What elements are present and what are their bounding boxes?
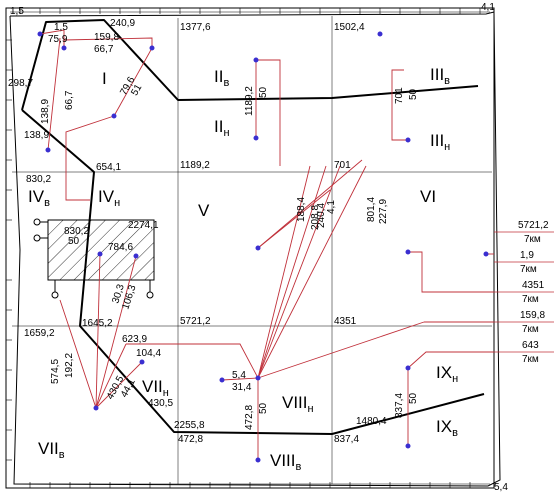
zone-label-III-top: IIIв xyxy=(430,65,450,87)
zone-label-III-bottom: IIIн xyxy=(430,131,450,153)
zone-label-IV-right: IVн xyxy=(98,187,120,209)
svg-text:7км: 7км xyxy=(520,264,537,275)
leader-value-bld-2: 50 xyxy=(68,236,80,247)
corner-label-top-right: 4,1 xyxy=(481,2,495,13)
leader-value-vii-1: 574,5 xyxy=(50,359,61,384)
zone-label-II-top: IIв xyxy=(214,67,229,89)
leader-value-bld-1: 830,2 xyxy=(64,226,89,237)
callout-5: 643 7км xyxy=(494,340,554,365)
poly-value-c: 75,9 xyxy=(48,34,68,45)
zone-label-VI: VI xyxy=(420,187,436,206)
callout-3: 4351 7км xyxy=(494,280,554,305)
corner-label-bottom-right: 5,4 xyxy=(494,482,508,493)
poly-value-b: 240,9 xyxy=(110,18,135,29)
svg-text:159,8: 159,8 xyxy=(520,310,545,321)
poly-value-d: 159,8 xyxy=(94,32,119,43)
zone-label-IX-bottom: IXв xyxy=(436,417,458,439)
leader-value-vi-2: 227,9 xyxy=(378,199,389,224)
svg-text:643: 643 xyxy=(522,340,539,351)
svg-text:7км: 7км xyxy=(522,294,539,305)
grid-value-mid-2: 1189,2 xyxy=(180,160,210,171)
grid-value-left-1: 830,2 xyxy=(26,174,51,185)
leader-value-vii-7: 430,5 xyxy=(148,398,173,409)
leader-value-viii-3: 472,8 xyxy=(244,405,255,430)
grid-value-row2-1: 1645,2 xyxy=(82,318,113,329)
leader-value-v-3: 4,1 xyxy=(326,200,337,214)
corner-label-top-left: 1,5 xyxy=(10,6,24,17)
zone-label-VII-right: VIIн xyxy=(142,377,169,399)
svg-text:7км: 7км xyxy=(522,354,539,365)
leader-value-vi-1: 801,4 xyxy=(366,197,377,222)
grid-value-row2-3: 4351 xyxy=(334,316,357,327)
left-scale-ticks xyxy=(6,39,12,461)
leader-lines xyxy=(39,29,494,460)
leader-value-ix-1: 837,4 xyxy=(394,393,405,418)
leader-value-bld-4: 784,6 xyxy=(108,242,133,253)
poly-value-f: 298,7 xyxy=(8,78,33,89)
leader-value-vii-2: 192,2 xyxy=(64,353,75,378)
leader-value-vii-3: 623,9 xyxy=(122,334,147,345)
grid-value-row2-2: 5721,2 xyxy=(180,316,211,327)
survey-pins xyxy=(37,31,489,463)
grid-value-top-2: 1502,4 xyxy=(334,22,365,33)
bottom-scale-ticks xyxy=(14,482,490,488)
grid-value-bottom-3: 837,4 xyxy=(334,434,359,445)
grid-value-top-1: 1377,6 xyxy=(180,22,211,33)
leader-value-viii-2: 31,4 xyxy=(232,382,252,393)
leader-value-v-4: 240,4 xyxy=(316,203,327,228)
leader-value-v-2: 208,8 xyxy=(310,205,321,230)
leader-value-iii-2: 50 xyxy=(408,88,419,100)
grid-value-bottom-2: 472,8 xyxy=(178,434,203,445)
svg-text:7км: 7км xyxy=(522,324,539,335)
leader-value-ix-2: 50 xyxy=(408,392,419,404)
svg-text:4351: 4351 xyxy=(522,280,545,291)
grid-value-left-2: 1659,2 xyxy=(24,328,55,339)
top-scale-ticks xyxy=(10,8,490,14)
callout-4: 159,8 7км xyxy=(494,310,554,335)
zone-boundaries xyxy=(21,19,485,435)
zone-label-VIII-top: VIIIн xyxy=(282,393,314,415)
poly-value-k: 51 xyxy=(129,82,144,98)
grid-value-bottom-4: 1480,4 xyxy=(356,416,387,427)
callout-1: 5721,2 7км xyxy=(494,220,554,245)
grid-value-mid-1: 654,1 xyxy=(96,162,121,173)
leader-value-viii-4: 50 xyxy=(258,402,269,414)
leader-value-viii-1: 5,4 xyxy=(232,370,246,381)
leader-value-ii-2: 50 xyxy=(258,86,269,98)
zone-label-VII-left: VIIв xyxy=(38,439,65,461)
zone-label-IV-left: IVв xyxy=(28,187,50,209)
grid-value-bottom-1: 2255,8 xyxy=(174,420,205,431)
poly-value-h: 138,9 xyxy=(24,130,49,141)
poly-value-e: 66,7 xyxy=(94,44,114,55)
building-footprint xyxy=(33,218,155,299)
leader-value-vii-4: 104,4 xyxy=(136,348,161,359)
zone-label-IX-top: IXн xyxy=(436,363,458,385)
svg-text:1,9: 1,9 xyxy=(520,250,534,261)
poly-value-g: 138,9 xyxy=(40,99,51,124)
svg-text:7км: 7км xyxy=(524,234,541,245)
poly-value-i: 66,7 xyxy=(64,90,75,110)
svg-text:5721,2: 5721,2 xyxy=(518,220,549,231)
leader-value-iii-1: 701 xyxy=(394,87,405,104)
poly-value-a: 1,5 xyxy=(54,22,68,33)
zone-label-VIII-bottom: VIIIв xyxy=(270,451,302,473)
leader-value-bld-3: 2274,1 xyxy=(128,220,159,231)
zone-label-II-bottom: IIн xyxy=(214,117,230,139)
leader-value-v-1: 188,4 xyxy=(296,197,307,222)
leader-value-ii-1: 1189,2 xyxy=(244,86,255,116)
zone-label-V: V xyxy=(198,201,210,220)
zone-label-I: I xyxy=(102,69,107,88)
callout-2: 1,9 7км xyxy=(494,250,554,275)
grid-value-mid-3: 701 xyxy=(334,160,351,171)
